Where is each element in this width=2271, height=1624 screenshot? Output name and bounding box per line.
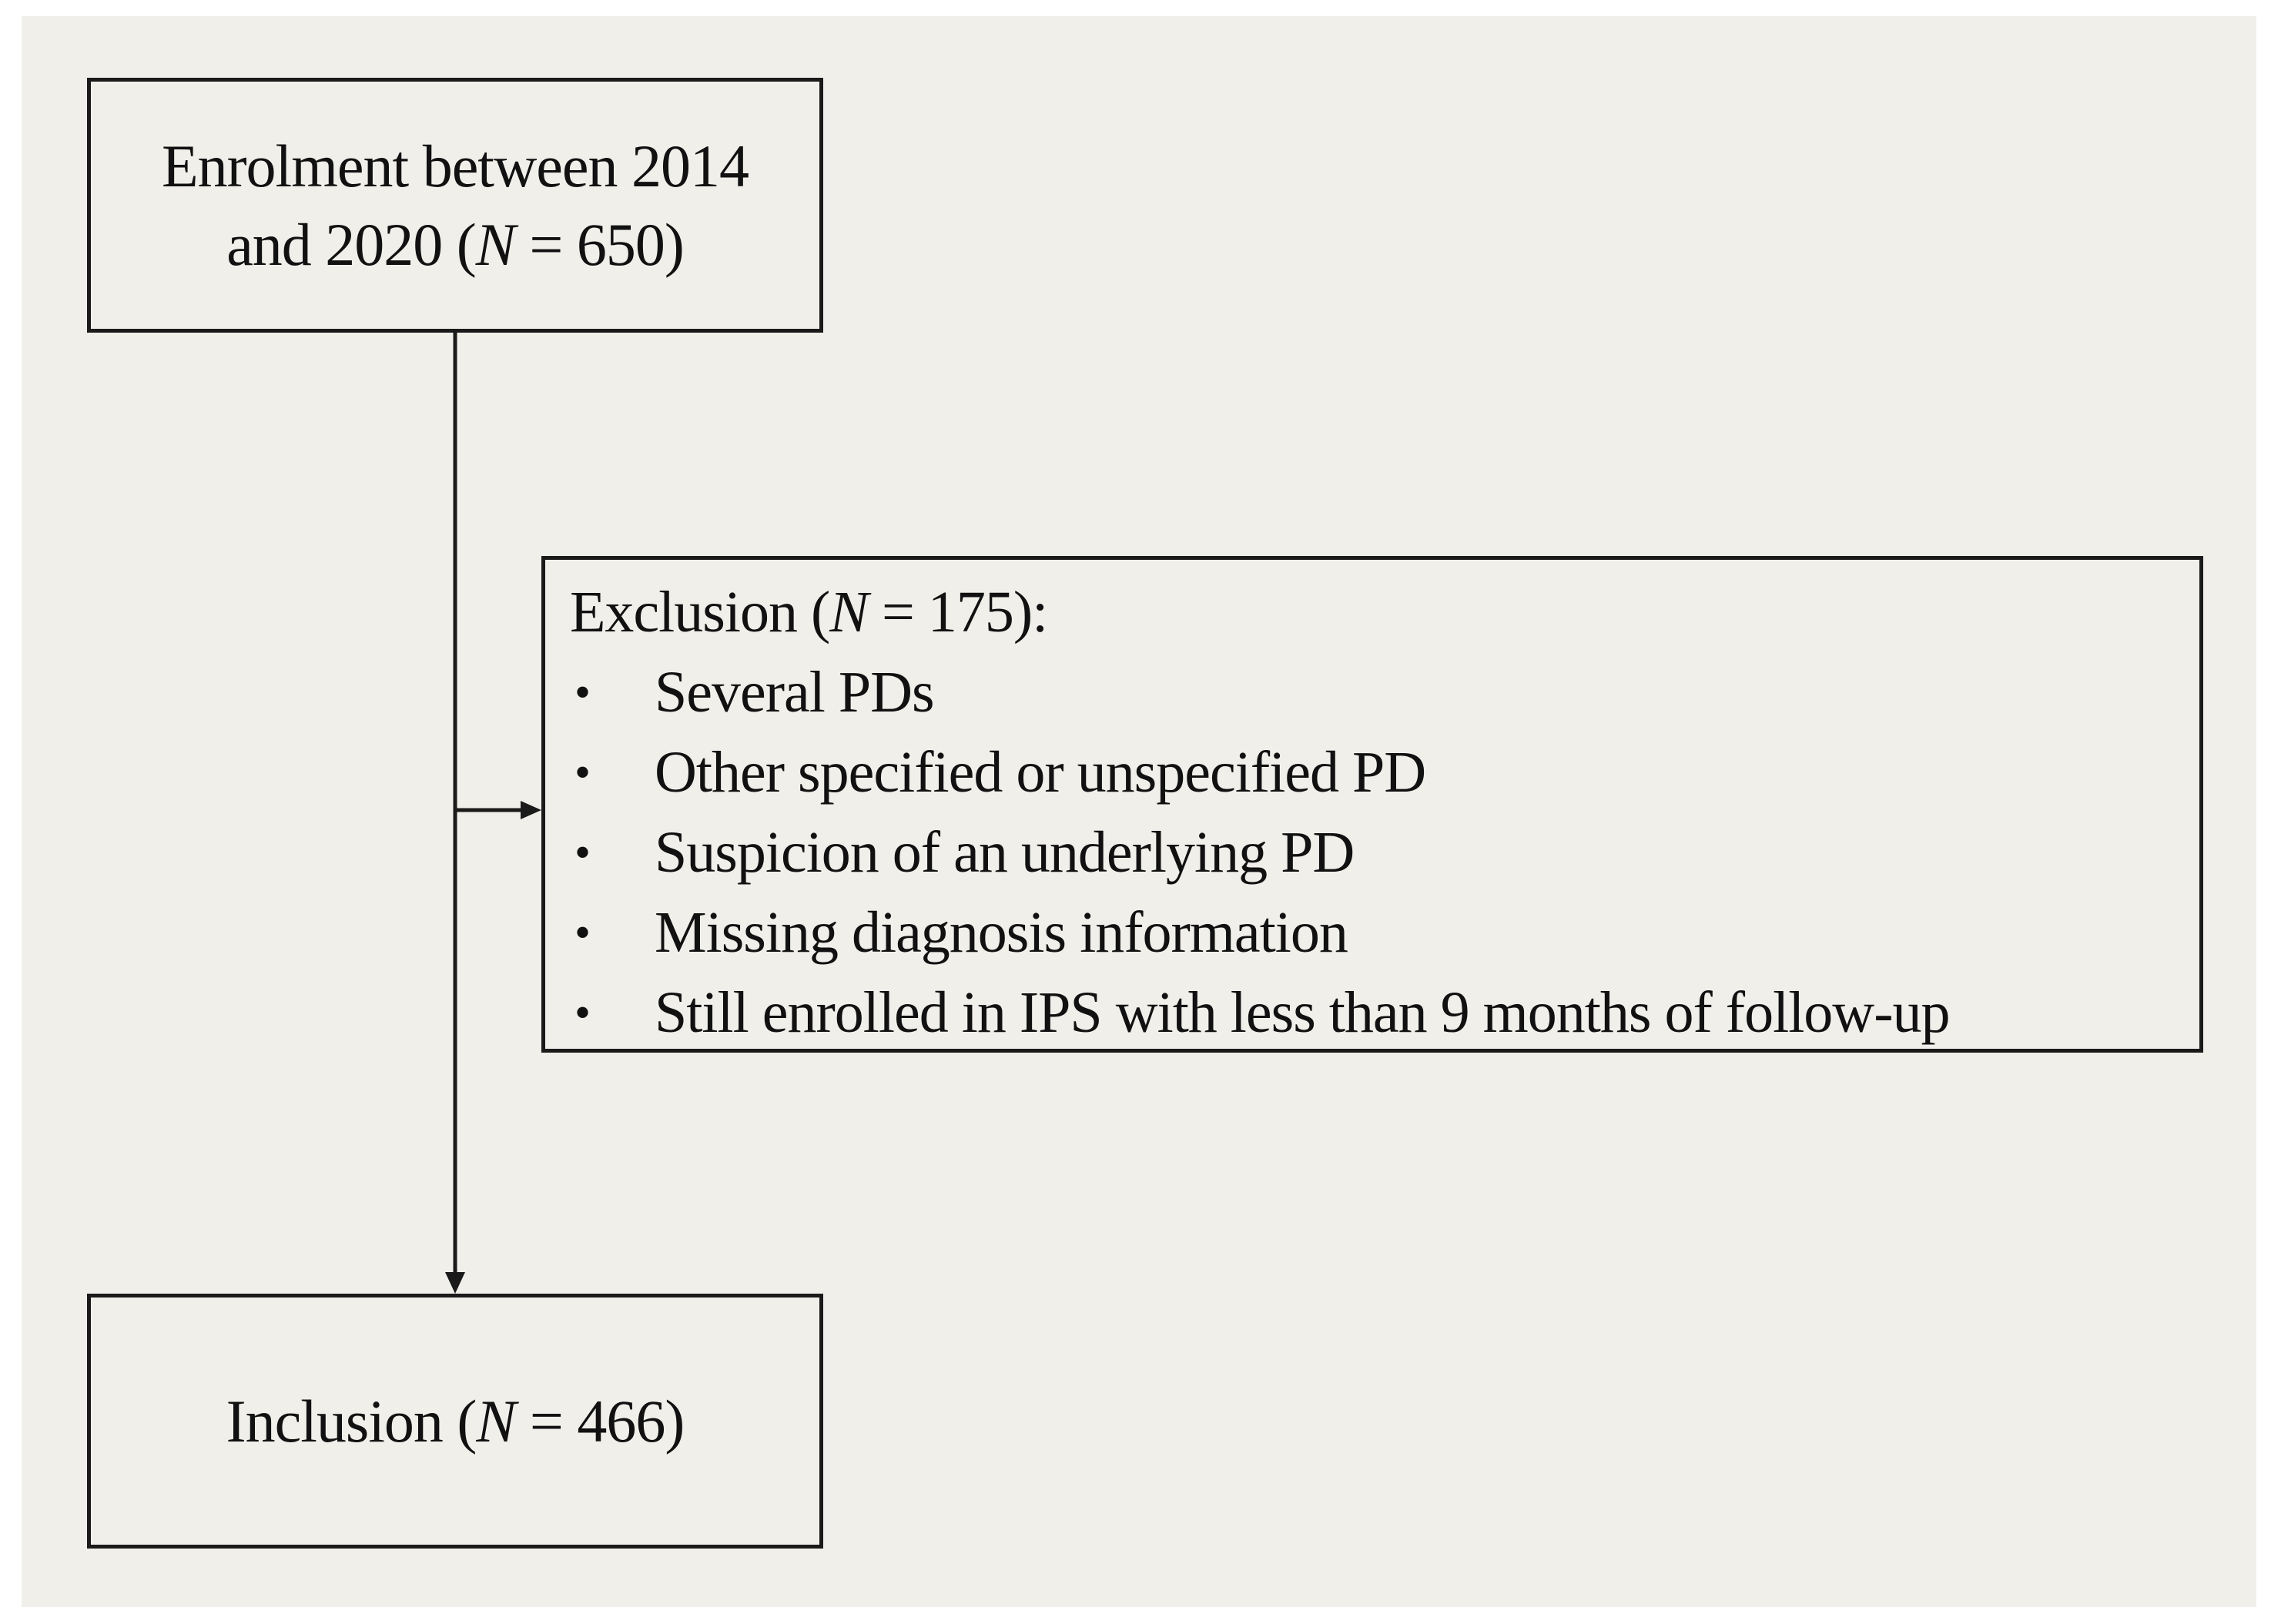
exclusion-criterion-text: Several PDs — [655, 660, 935, 725]
exclusion-criterion-text: Still enrolled in IPS with less than 9 m… — [655, 980, 1951, 1045]
exclusion-box: Exclusion (N = 175): • Several PDs • Other… — [541, 556, 2203, 1053]
enrolment-count: = 650) — [514, 210, 684, 278]
exclusion-criterion: • Several PDs — [570, 652, 2199, 732]
enrolment-line-2: and 2020 (N = 650) — [162, 206, 749, 284]
exclusion-criterion: • Suspicion of an underlying PD — [570, 812, 2199, 892]
enrolment-line-2-prefix: and 2020 ( — [226, 210, 477, 278]
exclusion-criterion-text: Missing diagnosis information — [655, 900, 1348, 965]
exclusion-criterion-text: Suspicion of an underlying PD — [655, 820, 1355, 885]
inclusion-n-symbol: N — [476, 1387, 516, 1455]
exclusion-title: Exclusion (N = 175): — [570, 572, 2199, 652]
inclusion-prefix: Inclusion ( — [226, 1387, 477, 1455]
bullet-icon: • — [574, 667, 591, 718]
bullet-icon: • — [574, 827, 591, 878]
enrolment-line-1: Enrolment between 2014 — [161, 132, 749, 199]
enrolment-box: Enrolment between 2014 and 2020 (N = 650… — [87, 78, 823, 333]
exclusion-criteria-list: • Several PDs • Other specified or unspeci… — [570, 652, 2199, 1053]
enrolment-n-symbol: N — [475, 210, 516, 278]
inclusion-count: = 466) — [515, 1387, 685, 1455]
bullet-icon: • — [574, 747, 591, 798]
inclusion-text: Inclusion (N = 466) — [226, 1387, 685, 1456]
exclusion-n-symbol: N — [829, 580, 869, 645]
enrolment-text: Enrolment between 2014 and 2020 (N = 650… — [162, 127, 749, 284]
exclusion-title-prefix: Exclusion ( — [570, 580, 830, 645]
bullet-icon: • — [574, 987, 591, 1038]
exclusion-criterion: • Still enrolled in IPS with less than 9 … — [570, 973, 2199, 1053]
exclusion-criterion: • Missing diagnosis information — [570, 892, 2199, 973]
exclusion-criterion: • Other specified or unspecified PD — [570, 732, 2199, 812]
exclusion-criterion-text: Other specified or unspecified PD — [655, 740, 1426, 805]
exclusion-count: = 175): — [867, 580, 1048, 645]
bullet-icon: • — [574, 907, 591, 958]
inclusion-box: Inclusion (N = 466) — [87, 1294, 823, 1549]
